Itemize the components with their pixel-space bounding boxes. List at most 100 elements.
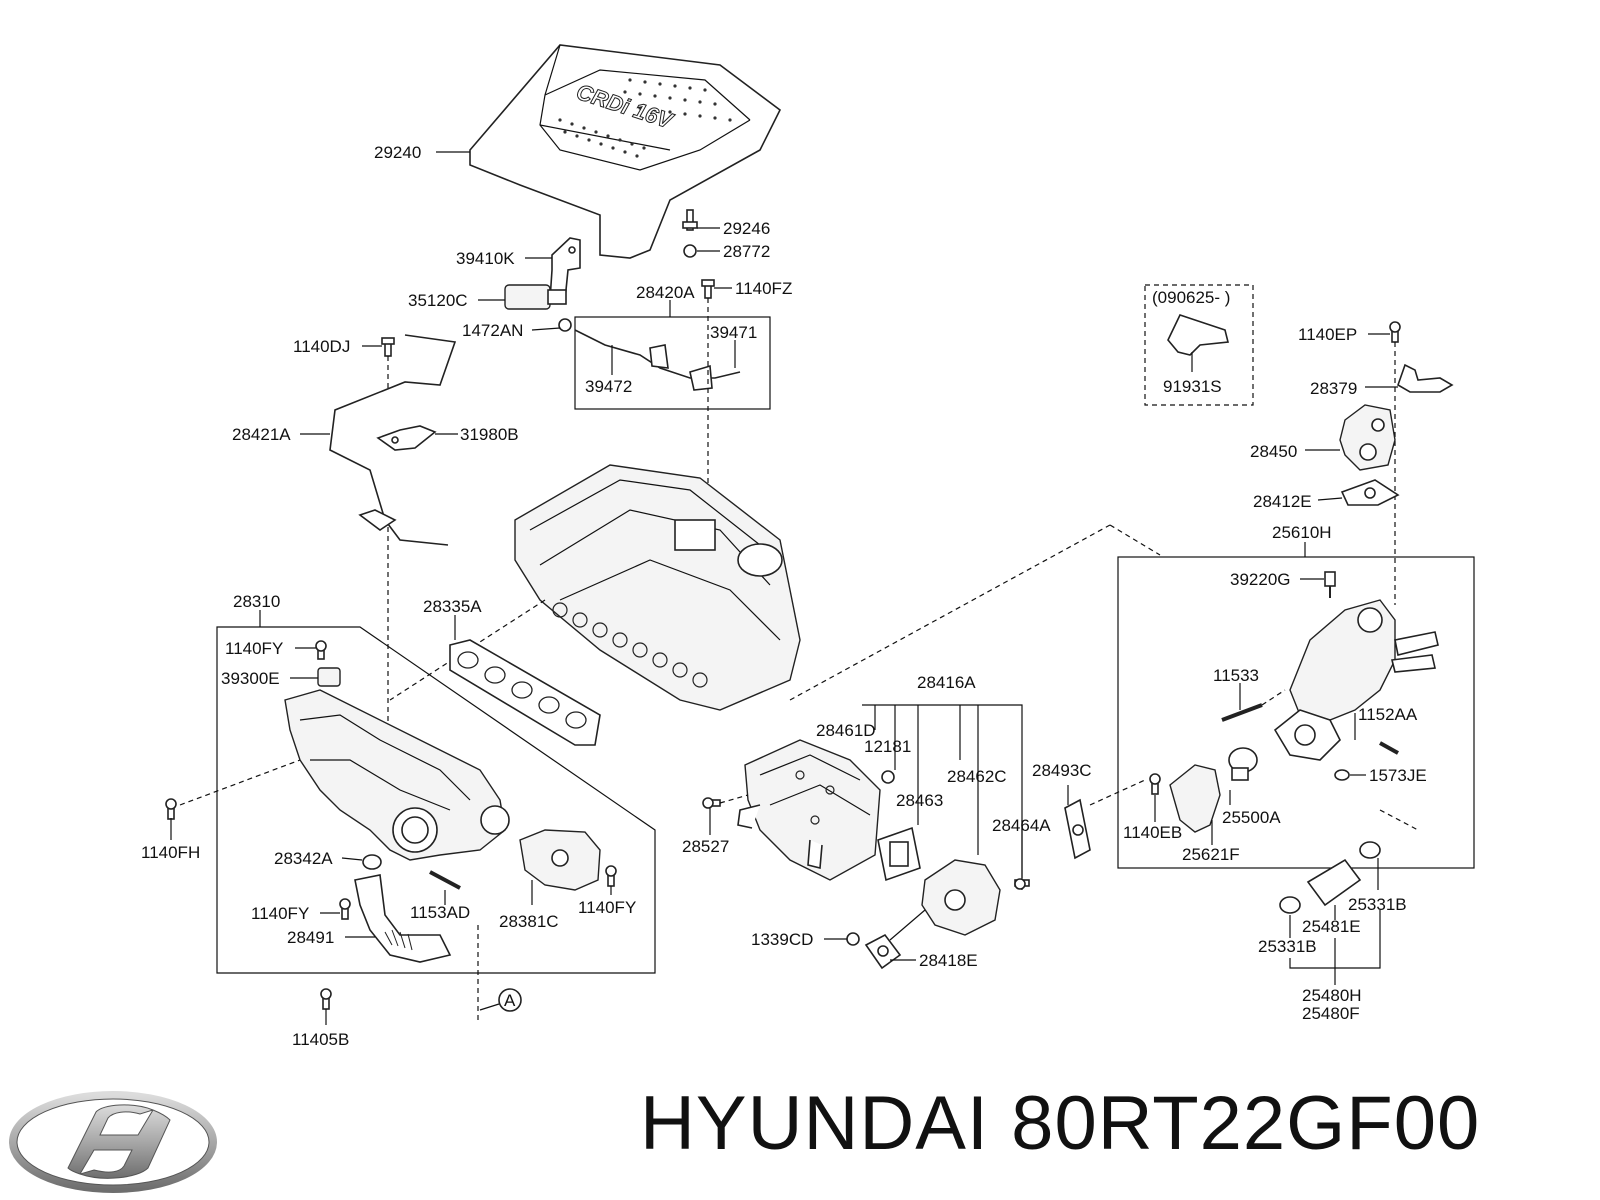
- sensor-35120C: [504, 284, 567, 310]
- sensor-39220G: [1324, 571, 1336, 598]
- brand-name: HYUNDAI: [640, 1081, 990, 1166]
- label-39410K: 39410K: [456, 249, 515, 268]
- label-28463: 28463: [896, 791, 943, 810]
- label-25500A: 25500A: [1222, 808, 1281, 827]
- actuator-28381C: [519, 829, 601, 891]
- gasket-28418E: [864, 933, 902, 970]
- label-28461D: 28461D: [816, 721, 876, 740]
- hose-25481E: [1306, 858, 1362, 907]
- label-28421A: 28421A: [232, 425, 291, 444]
- label-31980B: 31980B: [460, 425, 519, 444]
- label-28464A: 28464A: [992, 816, 1051, 835]
- label-28772: 28772: [723, 242, 770, 261]
- pipe-bracket: [358, 509, 397, 531]
- label-1140EP: 1140EP: [1298, 325, 1357, 344]
- stud-1153AD: [429, 870, 461, 890]
- label-25621F: 25621F: [1182, 845, 1240, 864]
- bolt-1140EP: [1389, 321, 1401, 343]
- bracket-31980B: [376, 425, 437, 451]
- stud-11533: [1221, 703, 1263, 722]
- label-1140FH: 1140FH: [141, 843, 200, 862]
- label-1140FY-top: 1140FY: [225, 639, 283, 658]
- nut-1339CD: [846, 932, 860, 946]
- water-inlet-25621F: [1169, 764, 1221, 833]
- label-39300E: 39300E: [221, 669, 280, 688]
- label-91931S: 91931S: [1163, 377, 1222, 396]
- label-25331B-bottom: 25331B: [1258, 937, 1317, 956]
- label-28310: 28310: [233, 592, 280, 611]
- bolt-28464A: [1014, 878, 1030, 890]
- bolt-1140EB: [1149, 773, 1161, 795]
- label-revision: (090625- ): [1152, 288, 1230, 307]
- label-1152AA: 1152AA: [1358, 705, 1418, 724]
- hyundai-logo-icon: [9, 1091, 217, 1193]
- label-12181: 12181: [864, 737, 911, 756]
- cover-dot-grid: [558, 78, 732, 158]
- bolt-29246: [682, 209, 698, 231]
- egr-valve-28464A: [921, 859, 1001, 936]
- bolt-1140FZ: [701, 279, 715, 299]
- label-39472: 39472: [585, 377, 632, 396]
- label-ref-a: A: [504, 991, 516, 1010]
- part-number: 80RT22GF00: [1011, 1081, 1481, 1166]
- label-28416A: 28416A: [917, 673, 976, 692]
- label-28381C: 28381C: [499, 912, 559, 931]
- bolt-11405B: [320, 988, 332, 1010]
- gasket-28342A: [362, 854, 382, 870]
- bolt-1140FH: [165, 798, 177, 820]
- gasket-28335A: [449, 639, 601, 746]
- clamp-25331B-top: [1359, 841, 1381, 859]
- label-25481E: 25481E: [1302, 917, 1361, 936]
- label-28462C: 28462C: [947, 767, 1007, 786]
- bolt-1140FY-right: [605, 865, 617, 887]
- water-outlet-group-box: [1117, 556, 1475, 869]
- label-28527: 28527: [682, 837, 729, 856]
- gasket-28493C: [1064, 798, 1091, 860]
- thermostat-25500A: [1228, 747, 1258, 781]
- label-1140FY-left: 1140FY: [251, 904, 309, 923]
- label-1573JE: 1573JE: [1369, 766, 1427, 785]
- label-28335A: 28335A: [423, 597, 482, 616]
- label-25331B-top: 25331B: [1348, 895, 1407, 914]
- engine-cover: CRDi 16V: [469, 44, 782, 259]
- label-25480H: 25480H: [1302, 986, 1362, 1005]
- label-1472AN: 1472AN: [462, 321, 523, 340]
- bracket-28379: [1397, 363, 1454, 393]
- hose-group-box: [574, 316, 771, 410]
- label-35120C: 35120C: [408, 291, 468, 310]
- brand-part-caption: HYUNDAI 80RT22GF00: [640, 1080, 1590, 1190]
- label-28491: 28491: [287, 928, 334, 947]
- egr-cooler-28416A: [737, 739, 881, 881]
- intake-manifold-28310: [284, 689, 510, 861]
- label-25610H: 25610H: [1272, 523, 1332, 542]
- ref-marker-a: [498, 988, 522, 1012]
- pipe-28491: [354, 874, 452, 963]
- bolt-1140DJ: [381, 337, 395, 357]
- hose-clip-2: [689, 364, 713, 391]
- label-28493C: 28493C: [1032, 761, 1092, 780]
- label-1339CD: 1339CD: [751, 930, 813, 949]
- bracket-91931S: [1167, 314, 1229, 356]
- gasket-28463: [877, 826, 921, 882]
- label-1140FY-right: 1140FY: [578, 898, 636, 917]
- bolt-1152AA: [1379, 741, 1399, 755]
- label-25480F: 25480F: [1302, 1004, 1360, 1023]
- manifold-group-box: [216, 626, 656, 974]
- bracket-39410K: [549, 237, 581, 301]
- label-1140DJ: 1140DJ: [293, 337, 350, 356]
- label-11405B: 11405B: [292, 1030, 349, 1049]
- label-39220G: 39220G: [1230, 570, 1291, 589]
- label-28420A: 28420A: [636, 283, 695, 302]
- cylinder-head: [514, 464, 801, 711]
- bolt-28527: [702, 797, 721, 809]
- label-29246: 29246: [723, 219, 770, 238]
- oring-1573JE: [1334, 769, 1350, 781]
- label-1140EB: 1140EB: [1123, 823, 1182, 842]
- label-11533: 11533: [1213, 666, 1259, 685]
- label-39471: 39471: [710, 323, 757, 342]
- water-outlet-housing: [1273, 599, 1439, 761]
- bolt-1140FY-left: [339, 898, 351, 920]
- nut-28772: [683, 244, 697, 258]
- hose-clip: [649, 344, 669, 369]
- gasket-28412E: [1340, 479, 1400, 506]
